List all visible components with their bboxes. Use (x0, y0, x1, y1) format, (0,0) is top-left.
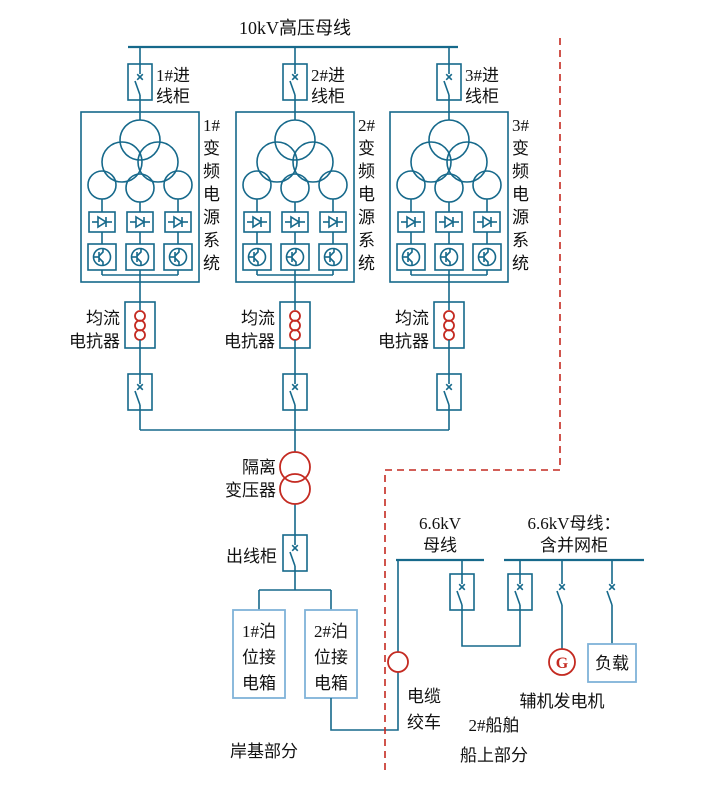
incoming-cabinet-3-label: 3#进 (465, 66, 499, 85)
reactor-1-label: 均流 (86, 309, 120, 328)
reactor-3-label: 均流 (395, 309, 429, 328)
vfd-2-label: 变 (358, 139, 375, 158)
cable-winch-label: 电缆 (407, 687, 441, 706)
vfd-2-label: 频 (358, 162, 375, 181)
ship-bus-1-label: 6.6kV (419, 514, 462, 533)
top-bus-label: 10kV高压母线 (239, 18, 351, 38)
vfd-3-label: 系 (512, 231, 529, 250)
load-box (587, 643, 637, 683)
vfd-system-box-2 (236, 112, 354, 282)
load-switch (606, 573, 616, 611)
incoming-cabinet-3-label: 线柜 (465, 87, 499, 106)
reactor-1 (124, 301, 156, 349)
outgoing-cabinet-label: 出线柜 (226, 547, 277, 566)
vfd-2-label: 源 (358, 208, 375, 227)
berth-box-1 (232, 609, 286, 699)
berth-box-2 (304, 609, 358, 699)
incoming-cabinet-1-label: 线柜 (156, 87, 190, 106)
reactor-3-label: 电抗器 (378, 332, 429, 351)
shore-inlet-breaker (450, 574, 474, 610)
berth-box-1-label: 1#泊 (242, 622, 276, 641)
reactor-3 (433, 301, 465, 349)
isolation-transformer-label: 隔离 (242, 458, 276, 477)
shore-column-2: 2#进 线柜 2# 变 频 电 源 系 统 均流 电抗器 (224, 47, 376, 430)
feeder-breaker-3 (437, 374, 461, 410)
berth-box-2-label: 2#泊 (314, 622, 348, 641)
generator-symbol-letter: G (556, 655, 569, 672)
incoming-cabinet-2-label: 线柜 (311, 87, 345, 106)
vfd-3-label: 电 (512, 185, 529, 204)
incoming-breaker-3 (437, 64, 461, 100)
ship-bus-1-label: 母线 (423, 536, 457, 555)
incoming-cabinet-2-label: 2#进 (311, 66, 345, 85)
reactor-2 (279, 301, 311, 349)
berth-box-1-label: 位接 (242, 648, 276, 667)
berth-box-2-label: 电箱 (314, 674, 348, 693)
vfd-3-label: 统 (512, 254, 529, 273)
vfd-3-label: 变 (512, 139, 529, 158)
shore-section-label: 岸基部分 (230, 742, 298, 761)
ship-bus-2-label: 6.6kV母线： (527, 514, 620, 533)
incoming-breaker-2 (283, 64, 307, 100)
vfd-1-label: 1# (203, 116, 221, 135)
berth-box-2-label: 位接 (314, 648, 348, 667)
isolation-transformer-winding-2 (279, 473, 311, 505)
vfd-1-label: 统 (203, 254, 220, 273)
feeder-breaker-1 (128, 374, 152, 410)
vfd-2-label: 2# (358, 116, 376, 135)
shore-to-ship-cable (330, 560, 399, 731)
vfd-1-label: 系 (203, 231, 220, 250)
ship-name-label: 2#船舶 (469, 716, 520, 735)
feeder-breaker-2 (283, 374, 307, 410)
reactor-1-label: 电抗器 (69, 332, 120, 351)
grid-tie-wiring (461, 560, 521, 647)
vfd-3-label: 源 (512, 208, 529, 227)
berth-box-1-label: 电箱 (242, 674, 276, 693)
vfd-system-box-3 (390, 112, 508, 282)
vfd-2-label: 电 (358, 185, 375, 204)
reactor-2-label: 均流 (241, 309, 275, 328)
generator-label: 辅机发电机 (520, 692, 605, 711)
isolation-transformer-label: 变压器 (225, 481, 276, 500)
cable-winch-symbol (387, 651, 409, 673)
incoming-breaker-1 (128, 64, 152, 100)
isolation-transformer-winding-1 (279, 451, 311, 483)
grid-tie-breaker (508, 574, 532, 610)
vfd-2-label: 系 (358, 231, 375, 250)
outgoing-breaker (283, 535, 307, 571)
shore-column-1: 1#进 线柜 1# 变 频 电 源 系 统 均流 电抗器 (69, 47, 221, 430)
vfd-1-label: 频 (203, 162, 220, 181)
generator-circle (548, 648, 576, 676)
vfd-1-label: 电 (203, 185, 220, 204)
berth-feeder-wiring (258, 571, 332, 610)
cable-winch-label: 绞车 (407, 713, 441, 732)
vfd-2-label: 统 (358, 254, 375, 273)
ship-bus-2-label: 含并网柜 (540, 536, 608, 555)
vfd-3-label: 3# (512, 116, 530, 135)
ship-section-label: 船上部分 (460, 746, 528, 765)
vfd-3-label: 频 (512, 162, 529, 181)
incoming-cabinet-1-label: 1#进 (156, 66, 190, 85)
vfd-1-label: 源 (203, 208, 220, 227)
load-label: 负载 (595, 654, 629, 673)
reactor-2-label: 电抗器 (224, 332, 275, 351)
generator-switch (556, 573, 566, 611)
shore-column-3: 3#进 线柜 3# 变 频 电 源 系 统 均流 电抗器 (378, 47, 530, 430)
vfd-1-label: 变 (203, 139, 220, 158)
shore-ship-boundary-line (384, 38, 561, 775)
vfd-system-box-1 (81, 112, 199, 282)
